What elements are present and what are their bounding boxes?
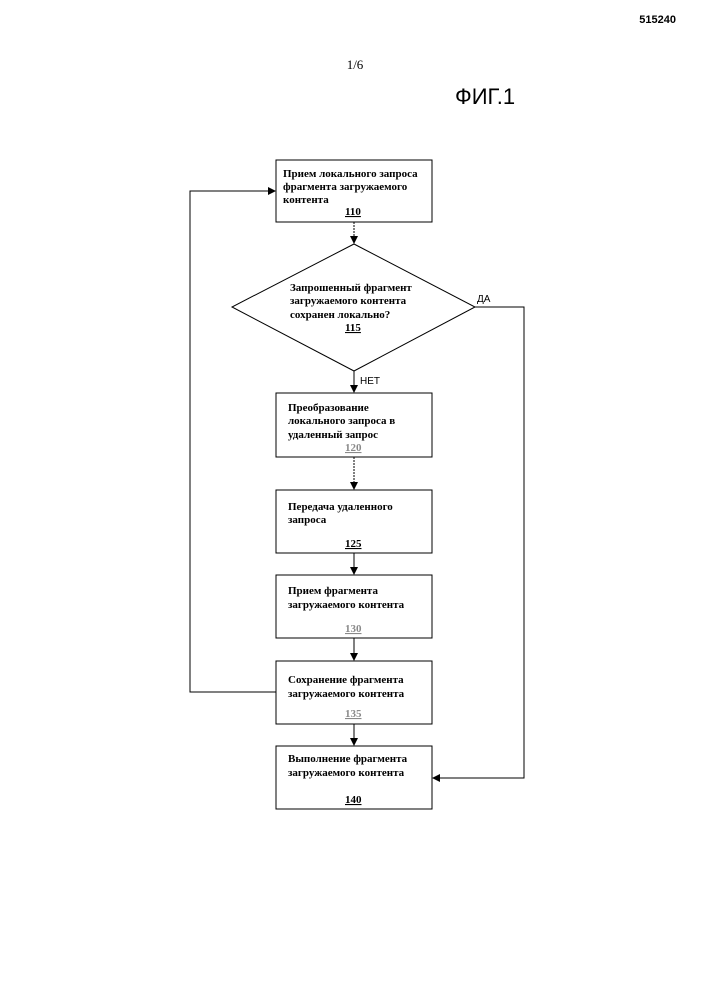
step-135-ref: 135 xyxy=(345,708,362,720)
step-120-line-3: удаленный запрос xyxy=(288,429,378,441)
step-130-ref: 130 xyxy=(345,623,362,635)
decision-115-ref: 115 xyxy=(345,322,361,334)
arrow-loop-135-to-110 xyxy=(190,191,276,692)
step-135-line-1: Сохранение фрагмента xyxy=(288,674,404,686)
decision-115-line-2: загружаемого контента xyxy=(290,295,407,307)
step-110-line-2: фрагмента загружаемого xyxy=(283,181,408,193)
step-140-ref: 140 xyxy=(345,794,362,806)
step-125-ref: 125 xyxy=(345,538,362,550)
branch-yes-label: ДА xyxy=(477,294,491,305)
step-120-ref: 120 xyxy=(345,442,362,454)
branch-no-label: НЕТ xyxy=(360,376,380,387)
step-110-line-3: контента xyxy=(283,194,329,206)
step-140-line-1: Выполнение фрагмента xyxy=(288,753,408,765)
step-125-line-1: Передача удаленного xyxy=(288,501,393,513)
arrow-yes-to-140 xyxy=(433,307,524,778)
step-110-line-1: Прием локального запроса xyxy=(283,168,418,180)
step-140-line-2: загружаемого контента xyxy=(288,767,405,779)
decision-115-line-1: Запрошенный фрагмент xyxy=(290,282,412,294)
decision-115-diamond xyxy=(232,244,475,371)
step-130-line-1: Прием фрагмента xyxy=(288,585,378,597)
step-110-ref: 110 xyxy=(345,206,361,218)
step-120-line-1: Преобразование xyxy=(288,402,369,414)
step-130-line-2: загружаемого контента xyxy=(288,599,405,611)
decision-115-line-3: сохранен локально? xyxy=(290,309,390,321)
step-125-line-2: запроса xyxy=(288,514,327,526)
step-120-line-2: локального запроса в xyxy=(288,415,395,427)
step-135-line-2: загружаемого контента xyxy=(288,688,405,700)
